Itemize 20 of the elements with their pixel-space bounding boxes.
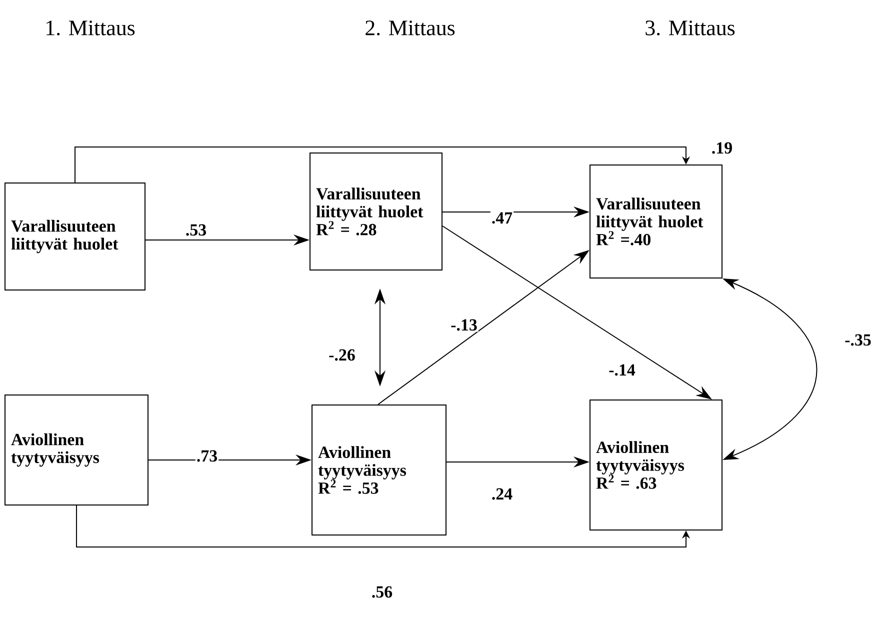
path-box: Varallisuuteen liittyvät huolet: [4, 182, 146, 290]
edge-label: .24: [490, 487, 514, 501]
path-box: Varallisuuteen liittyvät huolet R$^{2}$ = .28: [310, 152, 442, 270]
path-box: Aviollinen tyytyväisyys R$^{2}$ = .63: [590, 400, 722, 530]
edge-label: .53: [184, 223, 208, 237]
edge-label: .47: [490, 211, 514, 225]
column-heading: 3. Mittaus: [646, 20, 735, 36]
arrow: [74, 146, 690, 183]
path-box: Aviollinen tyytyväisyys: [4, 394, 148, 506]
edge-label: -.26: [328, 348, 356, 362]
path-box: Aviollinen tyytyväisyys R$^{2}$ = .53: [312, 404, 446, 536]
edge-label: .19: [710, 141, 734, 155]
column-heading: 2. Mittaus: [366, 20, 455, 36]
path-box: Varallisuuteen liittyvät huolet R$^{2}$ =.40: [590, 164, 722, 278]
edge-label: .56: [370, 585, 394, 599]
edge-label: -.13: [450, 318, 478, 332]
edge-label: .73: [195, 449, 219, 463]
edge-label: -.14: [608, 363, 636, 377]
column-heading: 1. Mittaus: [46, 20, 135, 36]
edge-label: -.35: [844, 333, 872, 347]
